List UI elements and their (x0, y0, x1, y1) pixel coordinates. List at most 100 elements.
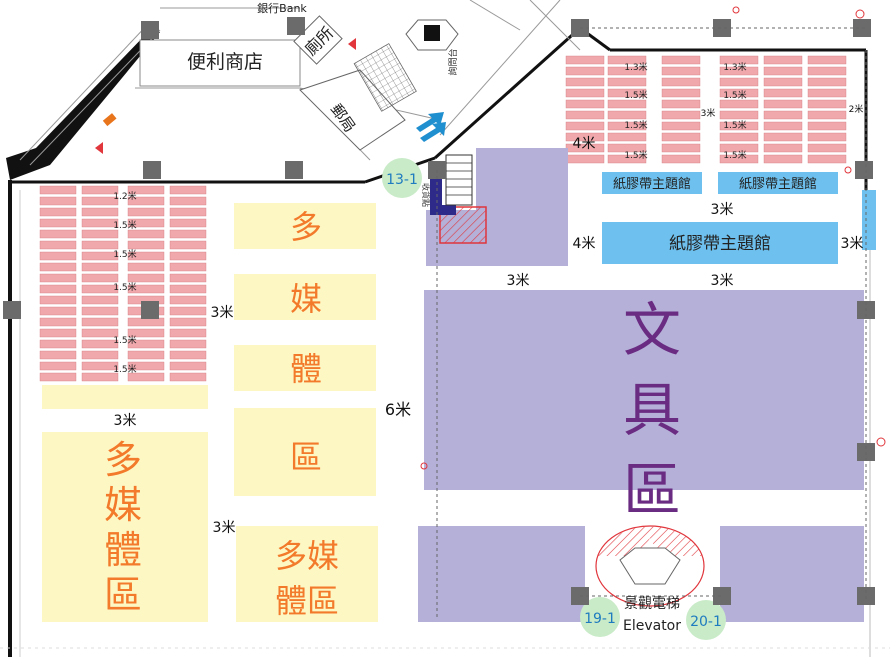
dim-2m: 2米 (849, 103, 864, 115)
convenience-store-label: 便利商店 (187, 51, 263, 73)
exit-19-1-label: 19-1 (584, 611, 616, 627)
aisle-1-3m: 1.3米 (723, 61, 746, 73)
booth-cell (81, 339, 119, 349)
scenic-elevator: 景觀電梯 Elevator (595, 525, 705, 634)
booth-cell (127, 350, 165, 360)
booth-cell (661, 99, 701, 109)
dim-3m-a: 3米 (211, 305, 234, 321)
booth-cell (607, 99, 647, 109)
aisle-1-5m: 1.5米 (113, 219, 136, 231)
marker-icons (95, 6, 886, 470)
aisle-1-5m: 1.5米 (113, 334, 136, 346)
booth-cell (661, 77, 701, 87)
booth-cell (661, 143, 701, 153)
booth-cell (169, 339, 207, 349)
booth-cell (39, 185, 77, 195)
booth-cell (565, 99, 605, 109)
booth-cell (39, 284, 77, 294)
booth-cell (81, 207, 119, 217)
booth-cell (127, 240, 165, 250)
booth-cell (81, 317, 119, 327)
pillar (143, 161, 161, 179)
booth-cell (127, 328, 165, 338)
booth-cell (763, 88, 803, 98)
elevator-label-zh: 景觀電梯 (624, 596, 680, 612)
booth-cell (169, 207, 207, 217)
booth-cell (661, 55, 701, 65)
booth-cell (807, 77, 847, 87)
booth-cell (807, 110, 847, 120)
booth-cell (807, 143, 847, 153)
exit-13-1[interactable]: 13-1 (382, 158, 422, 198)
aisle-1-5m: 1.5米 (113, 363, 136, 375)
booth-cell (39, 273, 77, 283)
booth-cell (607, 77, 647, 87)
booth-cell (127, 339, 165, 349)
booth-cell (169, 218, 207, 228)
diagonal-wall (433, 26, 582, 160)
booth-cell (127, 284, 165, 294)
collection-point: 收貨點 (421, 154, 487, 244)
tape-theme-halls: 紙膠帶主題館 紙膠帶主題館 紙膠帶主題館 (602, 172, 876, 264)
booth-row-strip (42, 385, 208, 409)
booth-cell (807, 55, 847, 65)
booth-cell (661, 88, 701, 98)
convenience-store: 便利商店 (139, 39, 301, 87)
west-wing-wall (6, 30, 160, 180)
pillar (3, 301, 21, 319)
booth-cell (81, 218, 119, 228)
exit-19-1[interactable]: 19-1 (580, 597, 620, 637)
booth-cell (39, 350, 77, 360)
pillar (285, 161, 303, 179)
dim-3m-d: 3米 (507, 273, 530, 289)
booth-cell (719, 55, 759, 65)
booth-cell (81, 328, 119, 338)
elevator-label-en: Elevator (623, 618, 681, 634)
booth-cell (81, 196, 119, 206)
aisle-1-3m: 1.3米 (624, 61, 647, 73)
booth-cell (39, 196, 77, 206)
exit-20-1[interactable]: 20-1 (686, 600, 726, 640)
booth-cell (169, 361, 207, 371)
booth-cell (719, 99, 759, 109)
booth-cell (169, 229, 207, 239)
booth-cell (807, 132, 847, 142)
booth-cell (39, 372, 77, 382)
booth-cell (565, 110, 605, 120)
post-office: 郵局 (299, 43, 417, 151)
booth-cell (661, 66, 701, 76)
booth-cell (127, 207, 165, 217)
booth-cell (607, 88, 647, 98)
booth-cell (807, 154, 847, 164)
booth-cell (127, 273, 165, 283)
booth-cell (763, 121, 803, 131)
stationery-char-2: 具 (623, 376, 681, 444)
aisle-1-5m: 1.5米 (624, 89, 647, 101)
booth-cell (763, 132, 803, 142)
booth-cell (169, 240, 207, 250)
booth-cell (719, 88, 759, 98)
booth-cell (39, 306, 77, 316)
booth-cell (807, 66, 847, 76)
booth-cell (719, 132, 759, 142)
booth-cell (81, 262, 119, 272)
booth-cell (607, 55, 647, 65)
booth-cell (127, 229, 165, 239)
booth-cell (169, 196, 207, 206)
booth-cell (81, 350, 119, 360)
multimedia-bottom: 多媒 體區 (236, 526, 378, 622)
booth-cell (39, 207, 77, 217)
stationery-zone: 文 具 區 (418, 148, 864, 622)
guide-lines (436, 27, 867, 620)
pillar (855, 161, 873, 179)
stationery-char-3: 區 (623, 456, 681, 524)
booth-cell (81, 273, 119, 283)
booth-cell (127, 185, 165, 195)
booth-cell (565, 66, 605, 76)
booth-cell (127, 317, 165, 327)
booth-cell (81, 284, 119, 294)
booth-cell (565, 55, 605, 65)
booth-cell (719, 110, 759, 120)
